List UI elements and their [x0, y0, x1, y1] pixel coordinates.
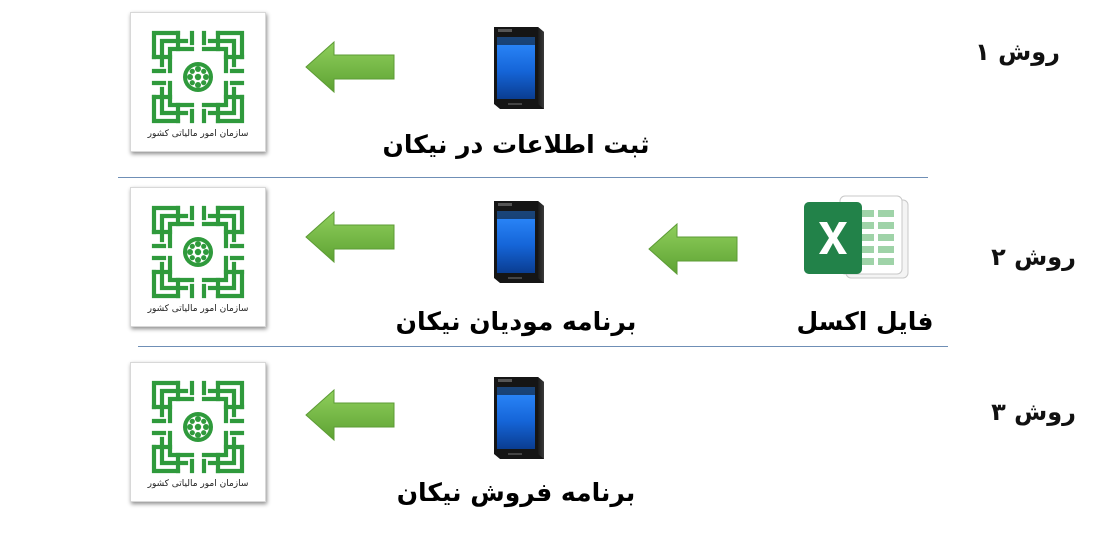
- tax-logo-emblem-icon: [148, 202, 248, 302]
- method-label: روش ۲: [991, 243, 1076, 271]
- green-left-arrow-icon: [304, 40, 396, 94]
- method-label: روش ۳: [991, 398, 1076, 426]
- logo-caption: سازمان امور مالیاتی کشور: [147, 304, 249, 314]
- row-divider: [118, 177, 928, 178]
- green-left-arrow-icon: [304, 388, 396, 442]
- tax-organization-logo: سازمان امور مالیاتی کشور: [130, 12, 266, 152]
- green-left-arrow-icon: [647, 222, 739, 276]
- row-divider: [138, 346, 948, 347]
- step-caption: فایل اکسل: [796, 307, 934, 336]
- logo-caption: سازمان امور مالیاتی کشور: [147, 479, 249, 489]
- step-caption: برنامه مودیان نیکان: [395, 307, 637, 336]
- software-box-icon: [488, 196, 548, 288]
- step-caption: برنامه فروش نیکان: [396, 478, 636, 507]
- software-box-icon: [488, 22, 548, 114]
- tax-logo-emblem-icon: [148, 27, 248, 127]
- green-left-arrow-icon: [304, 210, 396, 264]
- excel-file-icon: [800, 192, 912, 282]
- tax-organization-logo: سازمان امور مالیاتی کشور: [130, 187, 266, 327]
- logo-caption: سازمان امور مالیاتی کشور: [147, 129, 249, 139]
- tax-logo-emblem-icon: [148, 377, 248, 477]
- step-caption: ثبت اطلاعات در نیکان: [382, 130, 650, 159]
- method-label: روش ۱: [975, 38, 1060, 66]
- tax-organization-logo: سازمان امور مالیاتی کشور: [130, 362, 266, 502]
- software-box-icon: [488, 372, 548, 464]
